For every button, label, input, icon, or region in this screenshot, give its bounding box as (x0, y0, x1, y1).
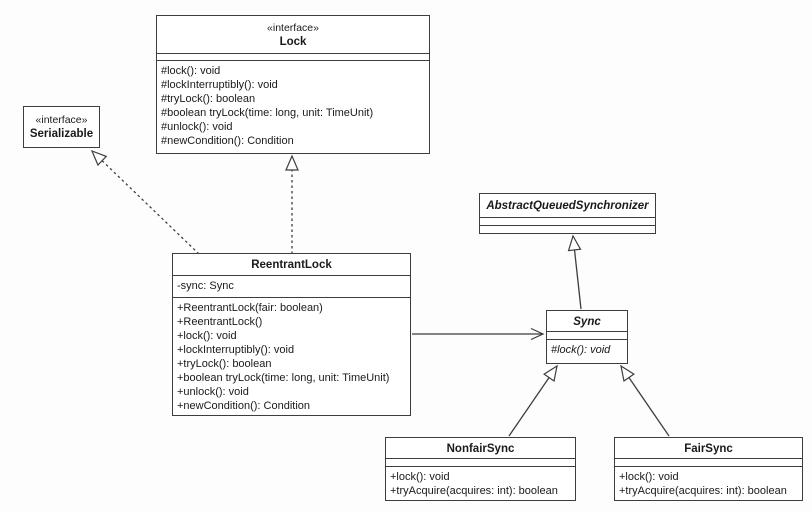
sync-class-name: Sync (573, 315, 601, 328)
fairsync-title-compartment: FairSync (615, 438, 802, 458)
nonfairsync-methods-compartment: +lock(): void +tryAcquire(acquires: int)… (386, 466, 575, 500)
class-box-reentrantlock: ReentrantLock -sync: Sync +ReentrantLock… (172, 253, 411, 416)
reentrantlock-method: +lockInterruptibly(): void (177, 344, 295, 356)
sync-title-compartment: Sync (547, 311, 627, 331)
reentrantlock-method: +unlock(): void (177, 386, 249, 398)
fairsync-method: +tryAcquire(acquires: int): boolean (619, 485, 787, 497)
reentrantlock-method: +lock(): void (177, 330, 237, 342)
fairsync-class-name: FairSync (684, 442, 733, 455)
lock-methods-compartment: #lock(): void #lockInterruptibly(): void… (157, 60, 429, 153)
lock-method: #lockInterruptibly(): void (161, 79, 278, 91)
reentrantlock-method: +boolean tryLock(time: long, unit: TimeU… (177, 372, 390, 384)
aqs-class-name: AbstractQueuedSynchronizer (486, 200, 649, 213)
reentrantlock-attribute: -sync: Sync (177, 280, 234, 292)
reentrantlock-method: +newCondition(): Condition (177, 400, 310, 412)
lock-stereotype: «interface» (267, 21, 319, 34)
nonfairsync-class-name: NonfairSync (446, 442, 515, 455)
reentrantlock-methods-compartment: +ReentrantLock(fair: boolean) +Reentrant… (173, 297, 410, 415)
realization-reentrantlock-serializable (90, 149, 200, 255)
reentrantlock-method: +tryLock(): boolean (177, 358, 272, 370)
reentrantlock-method: +ReentrantLock(fair: boolean) (177, 302, 323, 314)
serializable-stereotype: «interface» (35, 114, 88, 126)
class-box-nonfairsync: NonfairSync +lock(): void +tryAcquire(ac… (385, 437, 576, 501)
lock-method: #tryLock(): boolean (161, 93, 256, 105)
sync-attributes-compartment (547, 331, 627, 339)
serializable-title-compartment: «interface» Serializable (24, 107, 99, 147)
reentrantlock-class-name: ReentrantLock (251, 259, 332, 271)
reentrantlock-method: +ReentrantLock() (177, 316, 263, 328)
nonfairsync-method: +tryAcquire(acquires: int): boolean (390, 485, 558, 497)
lock-class-name: Lock (279, 35, 307, 48)
aqs-attributes-compartment (480, 217, 655, 225)
generalization-sync-aqs (567, 234, 582, 310)
lock-method: #unlock(): void (161, 121, 233, 133)
lock-method: #boolean tryLock(time: long, unit: TimeU… (161, 107, 374, 119)
lock-method: #lock(): void (161, 65, 221, 77)
class-box-sync: Sync #lock(): void (546, 310, 628, 364)
aqs-title-compartment: AbstractQueuedSynchronizer (480, 194, 655, 217)
lock-attributes-compartment (157, 53, 429, 60)
aqs-methods-compartment (480, 225, 655, 233)
class-box-abstractqueuedsynchronizer: AbstractQueuedSynchronizer (479, 193, 656, 234)
nonfairsync-method: +lock(): void (390, 471, 450, 483)
reentrantlock-attributes-compartment: -sync: Sync (173, 275, 410, 297)
nonfairsync-attributes-compartment (386, 458, 575, 466)
sync-methods-compartment: #lock(): void (547, 339, 627, 363)
fairsync-methods-compartment: +lock(): void +tryAcquire(acquires: int)… (615, 466, 802, 500)
generalization-fairsync-sync (620, 364, 670, 437)
class-box-lock: «interface» Lock #lock(): void #lockInte… (156, 15, 430, 154)
sync-method: #lock(): void (551, 344, 611, 356)
nonfairsync-title-compartment: NonfairSync (386, 438, 575, 458)
class-box-fairsync: FairSync +lock(): void +tryAcquire(acqui… (614, 437, 803, 501)
fairsync-method: +lock(): void (619, 471, 679, 483)
lock-method: #newCondition(): Condition (161, 135, 294, 147)
generalization-nonfairsync-sync (508, 364, 558, 437)
class-box-serializable: «interface» Serializable (23, 106, 100, 148)
lock-title-compartment: «interface» Lock (157, 16, 429, 53)
serializable-class-name: Serializable (29, 128, 94, 140)
fairsync-attributes-compartment (615, 458, 802, 466)
reentrantlock-title-compartment: ReentrantLock (173, 254, 410, 275)
